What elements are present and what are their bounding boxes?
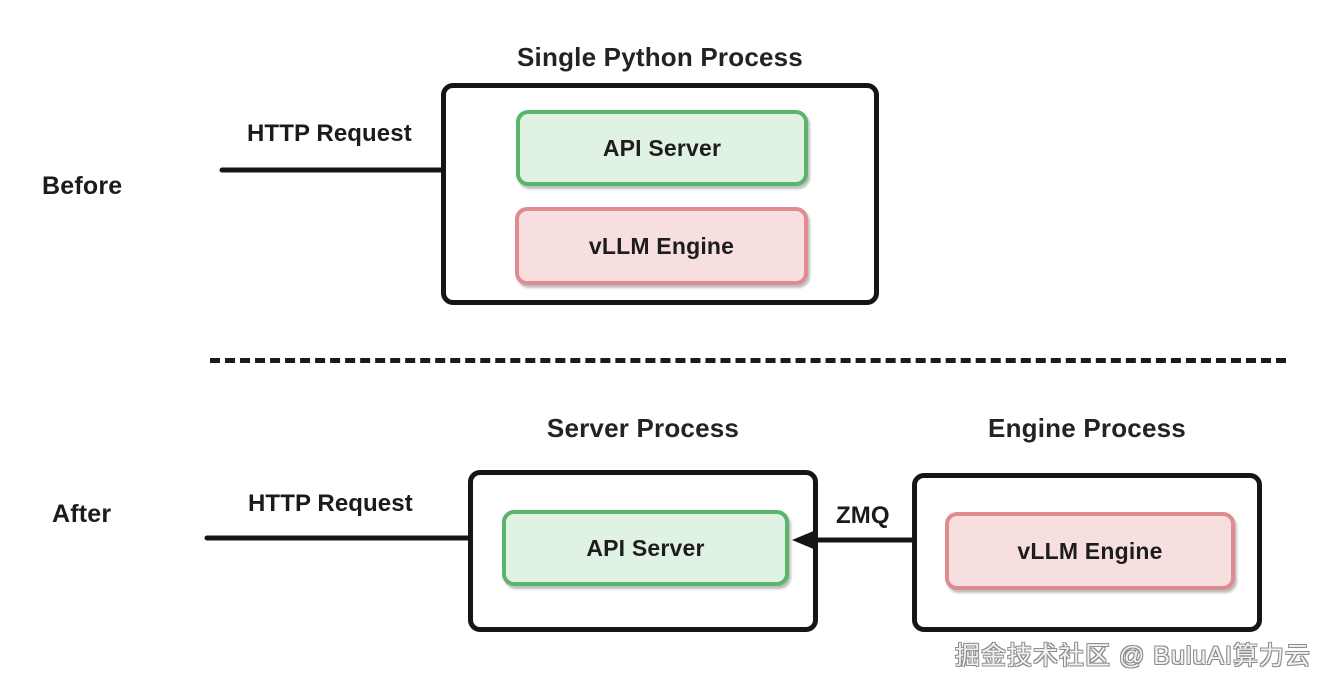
before-process-title: Single Python Process (517, 42, 803, 72)
after-http-request-label: HTTP Request (248, 490, 413, 517)
before-api-server-box[interactable]: API Server (516, 110, 808, 186)
engine-process-title: Engine Process (988, 413, 1186, 443)
row-label-after: After (52, 500, 112, 528)
before-http-request-label: HTTP Request (247, 120, 412, 147)
after-vllm-engine-box[interactable]: vLLM Engine (945, 512, 1235, 590)
section-divider (210, 358, 1286, 363)
after-http-request-arrow (204, 528, 503, 548)
server-process-title: Server Process (546, 413, 740, 443)
zmq-label: ZMQ (836, 502, 890, 529)
row-label-before: Before (42, 172, 123, 200)
watermark-text: 掘金技术社区 @ BuluAI算力云 (955, 642, 1311, 670)
after-api-server-box[interactable]: API Server (502, 510, 789, 586)
before-vllm-engine-box[interactable]: vLLM Engine (515, 207, 808, 285)
